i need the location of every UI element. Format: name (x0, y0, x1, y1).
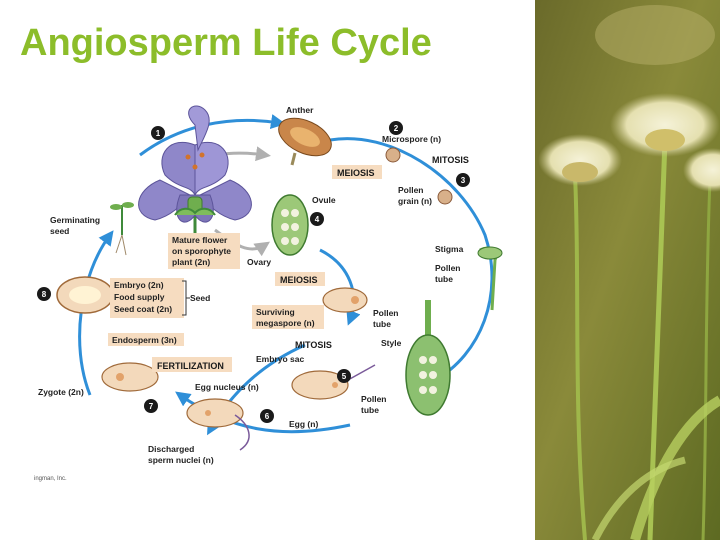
label-style: Style (381, 338, 402, 348)
svg-text:6: 6 (265, 412, 270, 421)
embryo-sac-illustration (291, 364, 376, 400)
label-embryo-sac: Embryo sac (256, 354, 304, 364)
step-badge-5: 5 (337, 369, 351, 383)
svg-text:5: 5 (342, 372, 347, 381)
label-mature-flower: on sporophyte (172, 246, 231, 256)
step-badge-2: 2 (389, 121, 403, 135)
label-pollen-tube: Pollen (361, 394, 387, 404)
label-egg-nucleus: Egg nucleus (n) (195, 382, 259, 392)
step-badge-3: 3 (456, 173, 470, 187)
stage-mitosis-mid: MITOSIS (295, 340, 332, 350)
label-pollen-tube: tube (435, 274, 453, 284)
label-discharged-sperm: Discharged (148, 444, 194, 454)
label-pollen-tube: tube (373, 319, 391, 329)
label-egg: Egg (n) (289, 419, 318, 429)
label-germinating-seed: Germinating (50, 215, 100, 225)
label-pollen-tube: Pollen (435, 263, 461, 273)
label-box-meiosis-top (332, 165, 382, 179)
label-pollen-tube: tube (361, 405, 379, 415)
svg-text:4: 4 (315, 215, 320, 224)
step-badge-1: 1 (151, 126, 165, 140)
megaspore-illustration (322, 287, 368, 313)
label-zygote: Zygote (2n) (38, 387, 84, 397)
fertilization-illustration (186, 398, 250, 451)
seed-illustration (56, 276, 114, 314)
step-badge-4: 4 (310, 212, 324, 226)
label-ovary: Ovary (247, 257, 271, 267)
label-box-mature-flower (168, 233, 240, 269)
step-badge-6: 6 (260, 409, 274, 423)
zygote-illustration (101, 362, 159, 392)
svg-text:8: 8 (42, 290, 47, 299)
anther-illustration (278, 117, 332, 166)
label-germinating-seed: seed (50, 226, 69, 236)
label-microspore: Microspore (n) (382, 134, 441, 144)
stigma-illustration (477, 246, 503, 311)
svg-text:2: 2 (394, 124, 399, 133)
flower-photo (535, 0, 720, 540)
label-surviving-megaspore: Surviving (256, 307, 295, 317)
stage-meiosis-mid: MEIOSIS (280, 275, 318, 285)
svg-text:1: 1 (156, 129, 161, 138)
label-pollen-tube: Pollen (373, 308, 399, 318)
stage-mitosis-top: MITOSIS (432, 155, 469, 165)
seedling-illustration (110, 202, 134, 256)
label-mature-flower: Mature flower (172, 235, 228, 245)
label-box-surviving (252, 305, 324, 329)
label-box-meiosis-mid (275, 272, 325, 286)
label-seed-coat: Seed coat (2n) (114, 304, 172, 314)
svg-text:7: 7 (149, 402, 154, 411)
pollen-grain-illustration (437, 189, 453, 205)
label-seed: Seed (190, 293, 210, 303)
label-pollen-grain: grain (n) (398, 196, 432, 206)
label-stigma: Stigma (435, 244, 464, 254)
label-food-supply: Food supply (114, 292, 165, 302)
cycle-arrow-outer (329, 137, 494, 383)
label-box-fertilization (152, 357, 232, 372)
image-credit: ingman, Inc. (34, 476, 67, 482)
label-endosperm: Endosperm (3n) (112, 335, 177, 345)
life-cycle-diagram: 1 2 3 4 5 6 7 8 MEIOSIS MITOSIS MEIOSIS … (34, 105, 503, 482)
label-box-seed-parts (110, 278, 184, 318)
label-mature-flower: plant (2n) (172, 257, 210, 267)
slide-title: Angiosperm Life Cycle (20, 22, 432, 64)
label-anther: Anther (286, 105, 314, 115)
label-surviving-megaspore: megaspore (n) (256, 318, 315, 328)
label-box-endosperm (108, 333, 184, 346)
label-ovule: Ovule (312, 195, 336, 205)
cycle-arrow-inner (319, 248, 361, 326)
svg-text:3: 3 (461, 176, 466, 185)
seed-bracket (182, 280, 190, 316)
label-discharged-sperm: sperm nuclei (n) (148, 455, 214, 465)
label-pollen-grain: Pollen (398, 185, 424, 195)
stage-meiosis-top: MEIOSIS (337, 168, 375, 178)
ovule-illustration (271, 194, 309, 256)
microspore-illustration (385, 147, 401, 163)
stage-fertilization: FERTILIZATION (157, 361, 224, 371)
ovary-illustration (405, 300, 451, 416)
step-badge-7: 7 (144, 399, 158, 413)
label-embryo: Embryo (2n) (114, 280, 164, 290)
step-badge-8: 8 (37, 287, 51, 301)
